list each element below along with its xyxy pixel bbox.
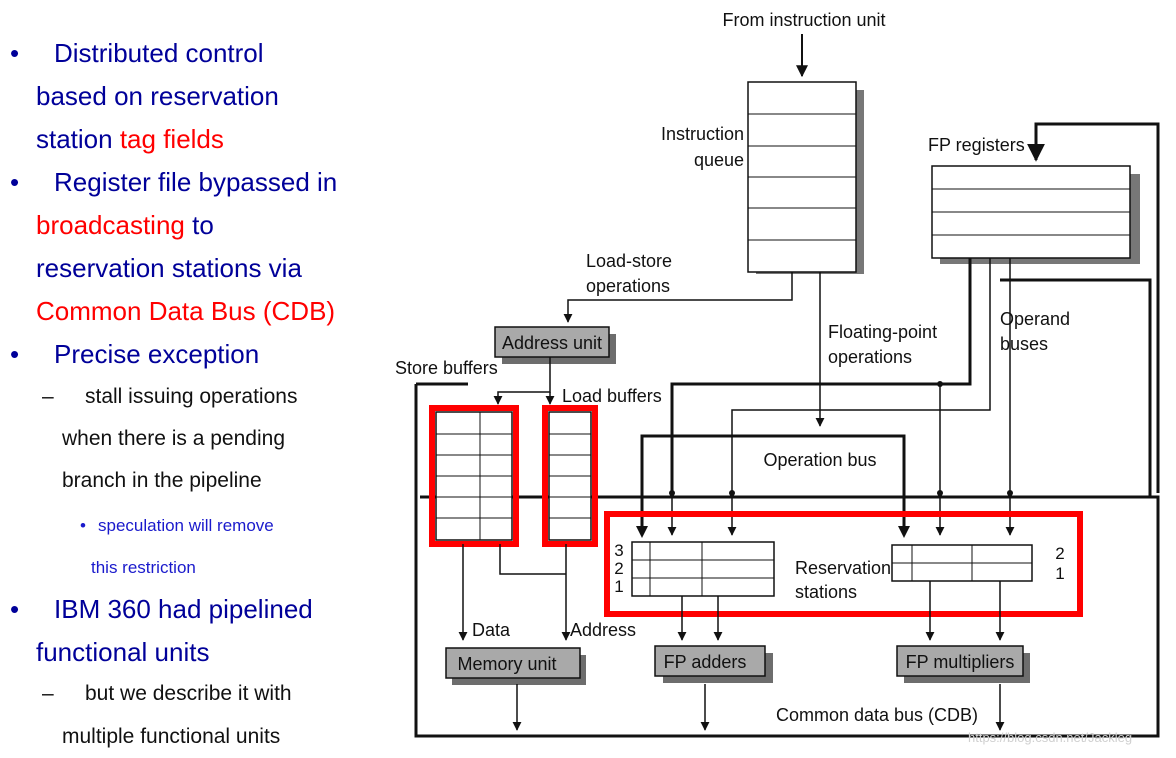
- sub-sub-bullet-line-1: speculation will remove: [98, 516, 274, 535]
- address-to-store-buffers: [493, 357, 551, 405]
- fp-operations-label-1: Floating-point: [828, 322, 937, 342]
- operand-buses-label-2: buses: [1000, 334, 1048, 354]
- reservation-stations-multipliers: [891, 544, 1033, 582]
- fp-multipliers-label: FP multipliers: [906, 652, 1015, 672]
- common-data-bus: [414, 384, 1160, 738]
- reservation-stations-label-2: stations: [795, 582, 857, 602]
- bullet-2-line-4: Common Data Bus (CDB): [36, 296, 336, 326]
- cdb-label: Common data bus (CDB): [776, 705, 978, 725]
- operation-bus-arrow-right: [898, 526, 910, 538]
- sub-bullet-3-1-line-2: when there is a pending: [62, 427, 285, 450]
- bullet-marker: •: [10, 594, 20, 624]
- load-buffers-highlight: [542, 405, 598, 547]
- bullet-4-line-2: functional units: [36, 637, 210, 667]
- memory-unit-label: Memory unit: [457, 654, 556, 674]
- fp-adders-label: FP adders: [664, 652, 747, 672]
- load-buffers-label: Load buffers: [562, 386, 662, 406]
- dash-marker: –: [42, 682, 54, 705]
- watermark: https://blog.csdn.net/Jackleg: [968, 730, 1133, 745]
- operand-buses-label-1: Operand: [1000, 309, 1070, 329]
- load-store-label-1: Load-store: [586, 251, 672, 271]
- reservation-stations-adders: [631, 541, 775, 597]
- fp-multipliers-unit: [896, 645, 1030, 683]
- fp-operations-label-2: operations: [828, 347, 912, 367]
- rs-adder-index-3: 3: [614, 541, 623, 560]
- memory-unit: [445, 647, 586, 685]
- sub-bullet-4-1-line-2: multiple functional units: [62, 725, 281, 748]
- bullet-1-line-1: Distributed control: [54, 38, 264, 68]
- reservation-stations-highlight: [604, 511, 1083, 617]
- sub-bullet-4-1-line-1: but we describe it with: [85, 682, 292, 705]
- address-label: Address: [570, 620, 636, 640]
- bullet-1-line-3-text: station: [36, 124, 120, 154]
- bullet-2-highlight: broadcasting: [36, 210, 185, 240]
- bullet-marker: •: [10, 339, 20, 369]
- bullet-2-line-3: reservation stations via: [36, 253, 302, 283]
- instruction-queue: [747, 81, 864, 274]
- bullet-marker: •: [10, 38, 20, 68]
- load-store-label-2: operations: [586, 276, 670, 296]
- rs-mult-index-1: 1: [1055, 564, 1064, 583]
- address-unit: [494, 326, 616, 364]
- fp-registers: [931, 165, 1140, 264]
- load-store-arrow: [563, 272, 793, 323]
- sub-sub-bullet-line-2: this restriction: [91, 558, 196, 577]
- address-unit-label: Address unit: [502, 333, 602, 353]
- data-label: Data: [472, 620, 511, 640]
- rs-adder-index-2: 2: [614, 559, 623, 578]
- bullet-2-line-2: broadcasting to: [36, 210, 214, 241]
- store-buffers-highlight: [429, 405, 519, 547]
- fp-adders-unit: [654, 645, 773, 683]
- operation-bus: [640, 434, 906, 535]
- instruction-queue-label-2: queue: [694, 150, 744, 170]
- bullet-1-highlight: tag fields: [119, 124, 224, 154]
- store-buffers: [435, 411, 513, 541]
- instruction-queue-label-1: Instruction: [661, 124, 744, 144]
- bullet-3-line-1: Precise exception: [54, 339, 260, 369]
- sub-bullet-3-1-line-1: stall issuing operations: [85, 385, 298, 408]
- operand-buses: [667, 258, 1152, 536]
- store-address-link: [499, 544, 566, 575]
- cdb-to-fp-registers: [1027, 122, 1160, 493]
- bullet-marker: •: [80, 516, 86, 535]
- bullet-2-line-2-text: to: [184, 210, 214, 240]
- dash-marker: –: [42, 385, 54, 408]
- bullet-1-line-2: based on reservation: [36, 81, 279, 111]
- load-buffers: [548, 411, 592, 541]
- fp-registers-label: FP registers: [928, 135, 1025, 155]
- bullet-2-line-1: Register file bypassed in: [54, 167, 338, 197]
- rs-adder-index-1: 1: [614, 577, 623, 596]
- bullet-marker: •: [10, 167, 20, 197]
- bullet-panel: • Distributed control based on reservati…: [0, 0, 380, 758]
- sub-bullet-3-1-line-3: branch in the pipeline: [62, 469, 262, 492]
- operation-bus-arrow-left: [636, 526, 648, 538]
- rs-mult-index-2: 2: [1055, 544, 1064, 563]
- from-instruction-unit-label: From instruction unit: [722, 10, 885, 30]
- bullet-4-line-1: IBM 360 had pipelined: [54, 594, 313, 624]
- bullet-1-line-3: station tag fields: [36, 124, 224, 155]
- reservation-stations-label-1: Reservation: [795, 558, 891, 578]
- operation-bus-label: Operation bus: [763, 450, 876, 470]
- store-buffers-label: Store buffers: [395, 358, 498, 378]
